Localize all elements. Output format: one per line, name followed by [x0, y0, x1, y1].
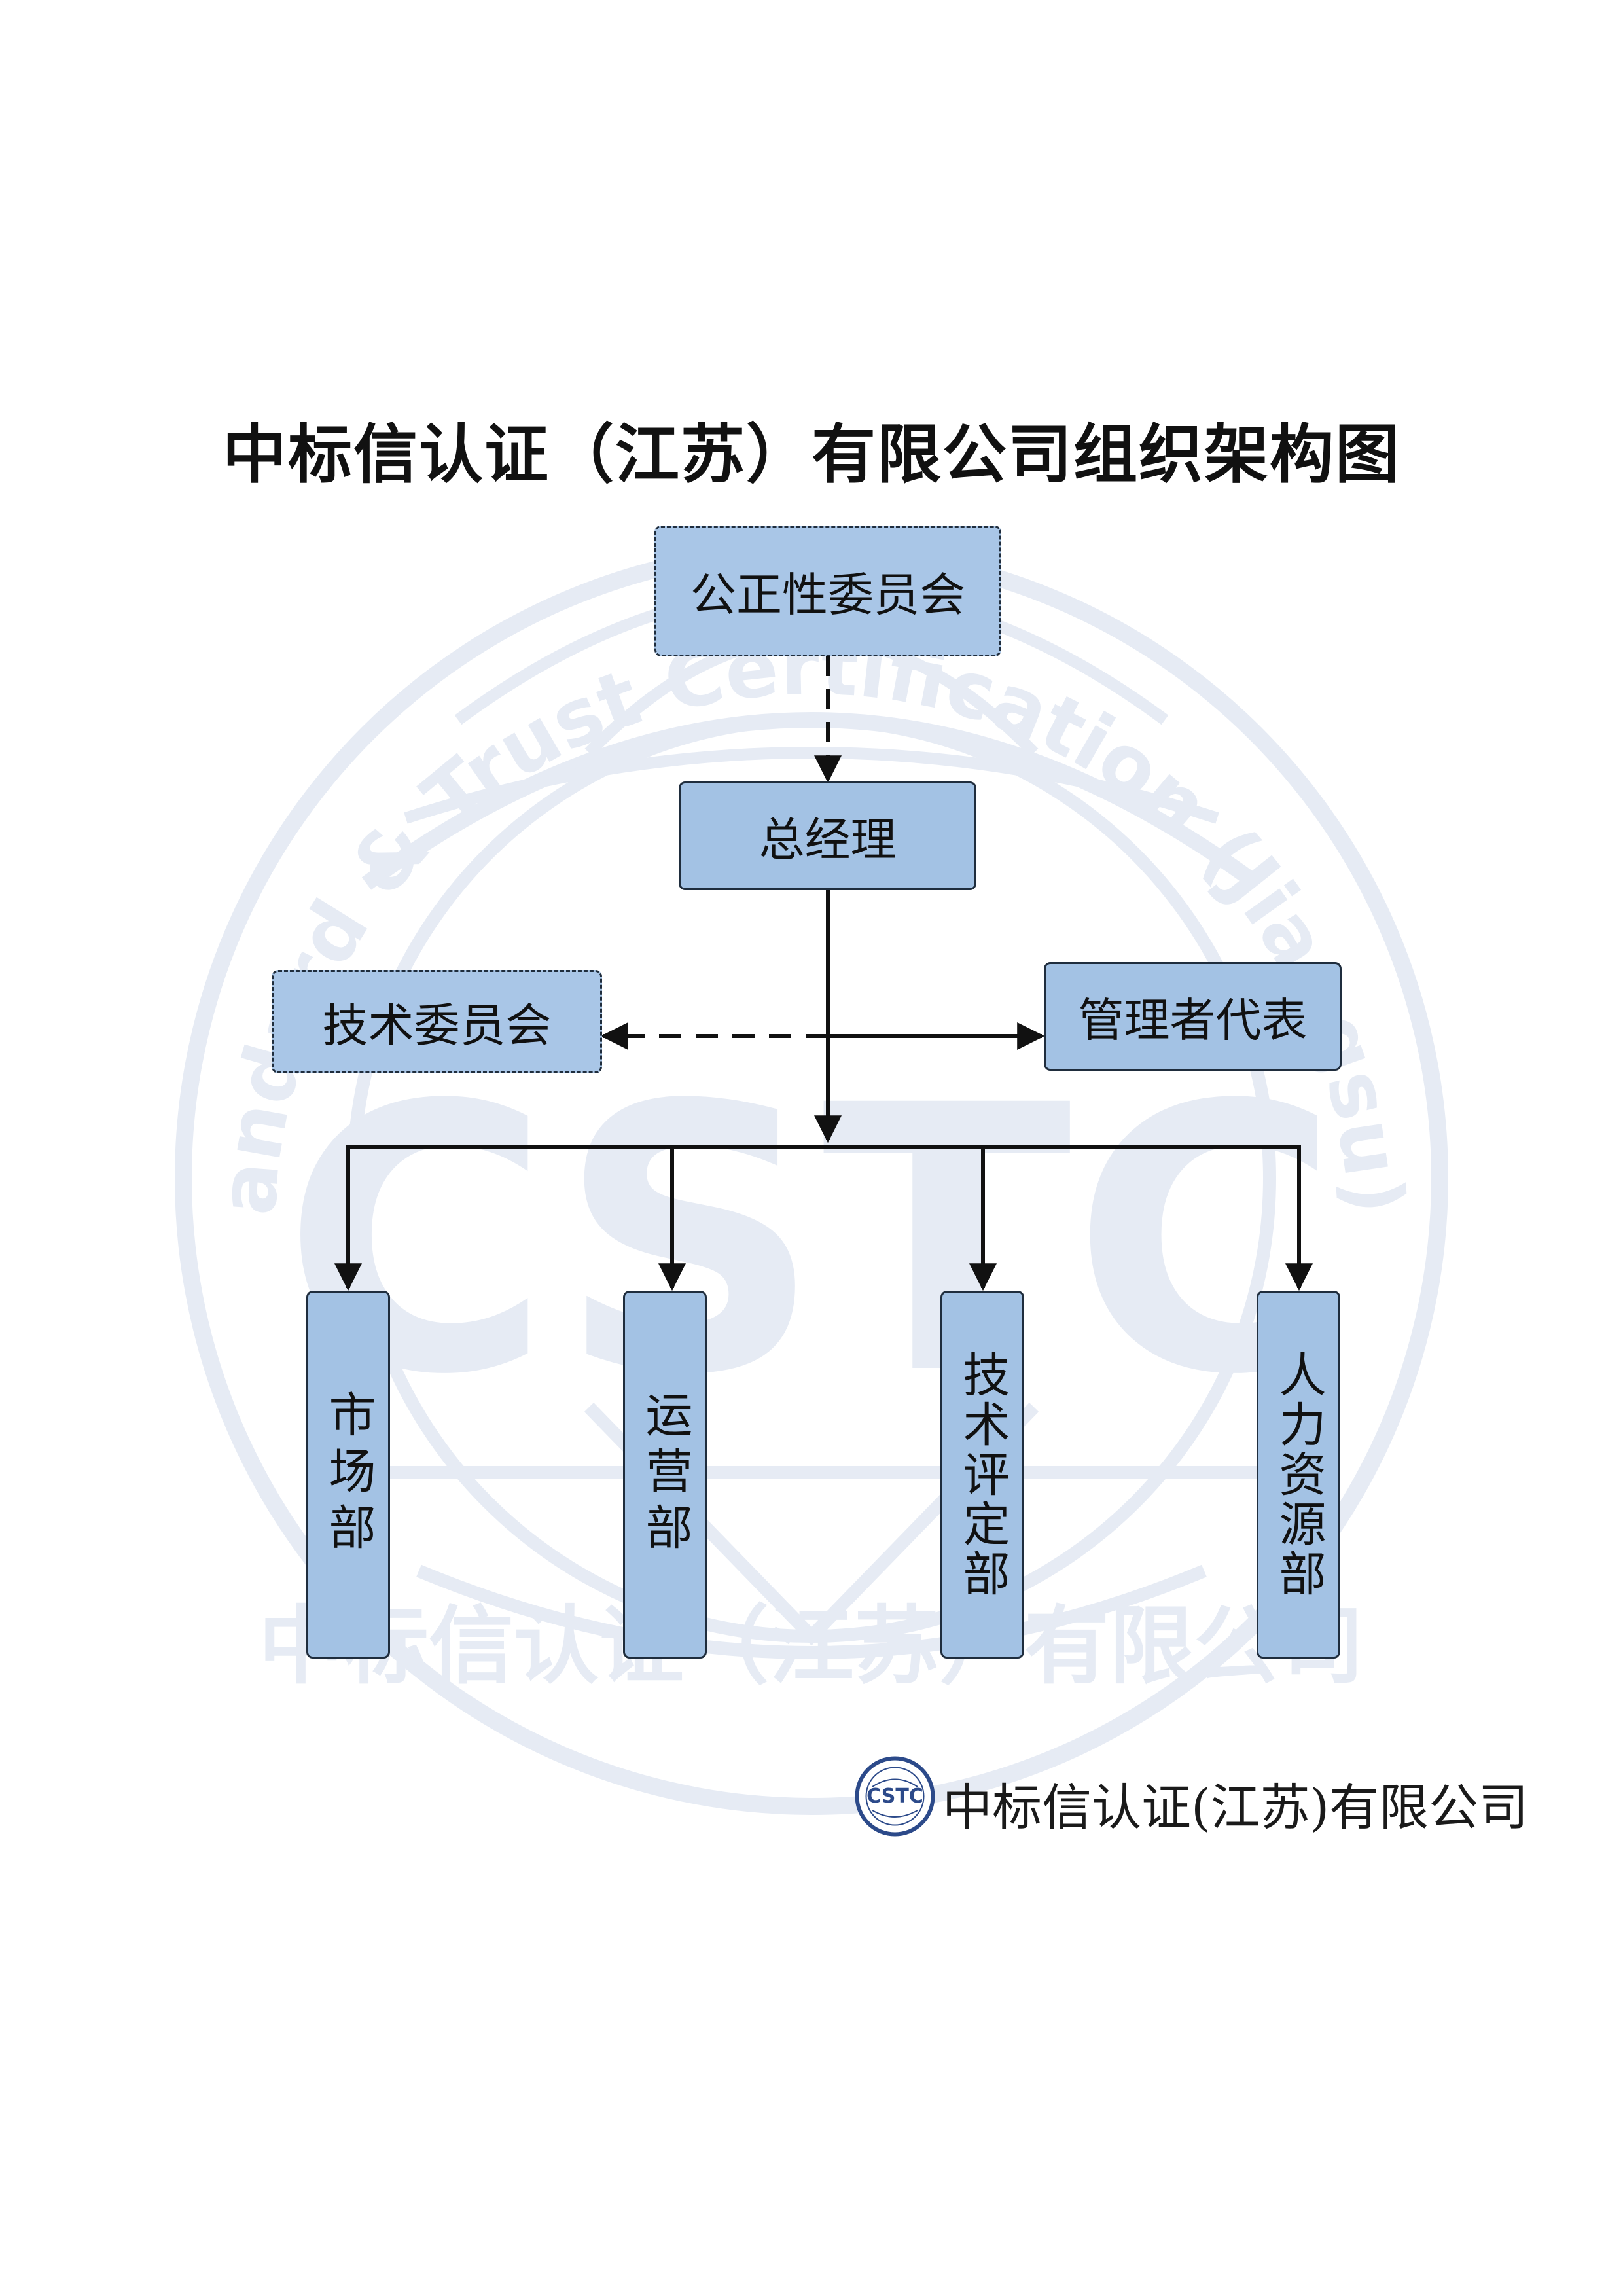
cstc-logo: CSTC — [855, 1756, 935, 1837]
watermark-bottom-text: 中标信认证（江苏）有限公司 — [259, 1596, 1364, 1696]
node-label: 运营部 — [637, 1390, 692, 1559]
node-label: 技术委员会 — [322, 998, 552, 1052]
node-marketing-dept: 市场部 — [306, 1291, 390, 1659]
node-label: 技术评定部 — [955, 1350, 1010, 1599]
page-title: 中标信认证（江苏）有限公司组织架构图 — [222, 417, 1400, 492]
node-label: 公正性委员会 — [690, 567, 965, 622]
node-label: 管理者代表 — [1078, 993, 1308, 1047]
watermark-center-text: CSTC — [282, 1028, 1341, 1455]
node-hr-dept: 人力资源部 — [1257, 1291, 1340, 1659]
node-label: 市场部 — [321, 1390, 376, 1559]
node-label: 总经理 — [758, 812, 897, 867]
node-management-representative: 管理者代表 — [1044, 962, 1342, 1071]
node-technical-review-dept: 技术评定部 — [940, 1291, 1024, 1659]
logo-text: CSTC — [866, 1785, 923, 1808]
node-operations-dept: 运营部 — [623, 1291, 707, 1659]
node-technical-committee: 技术委员会 — [272, 970, 602, 1073]
node-general-manager: 总经理 — [679, 781, 976, 890]
node-impartiality-committee: 公正性委员会 — [654, 526, 1001, 656]
footer-company-name: 中标信认证(江苏)有限公司 — [942, 1778, 1529, 1837]
node-label: 人力资源部 — [1271, 1350, 1326, 1599]
